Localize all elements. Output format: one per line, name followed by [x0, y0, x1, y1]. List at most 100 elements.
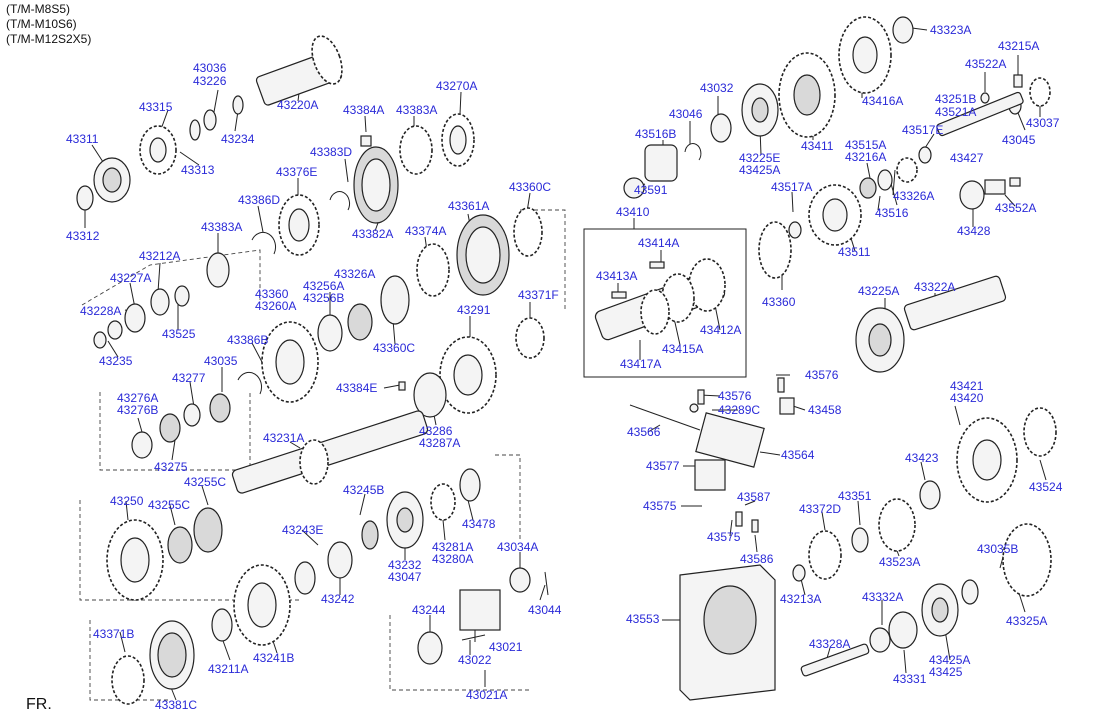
- part-label: 43021A: [466, 688, 508, 702]
- part-label: 43227A: [110, 271, 152, 285]
- part-label: 43250: [110, 494, 144, 508]
- part-label: 43215A: [998, 39, 1040, 53]
- part-label: 43245B: [343, 483, 385, 497]
- part-label: 43412A: [700, 323, 742, 337]
- part-label: 43423: [905, 451, 939, 465]
- countershaft-box: [583, 228, 747, 378]
- part-label: 43046: [669, 107, 703, 121]
- part-label: 43312: [66, 229, 100, 243]
- part-label: 43420: [950, 391, 984, 405]
- part-label: 43287A: [419, 436, 461, 450]
- part-label: 43243E: [282, 523, 324, 537]
- part-label: 43415A: [662, 342, 704, 356]
- part-label: 43256A: [303, 279, 345, 293]
- part-label: 43577: [646, 459, 680, 473]
- part-label: 43331: [893, 672, 927, 686]
- dashed-box-upper: [520, 209, 566, 310]
- part-label: 43374A: [405, 224, 447, 238]
- part-label: 43413A: [596, 269, 638, 283]
- part-label: 43277: [172, 371, 206, 385]
- part-label: 43383A: [396, 103, 438, 117]
- part-label: 43276A: [117, 391, 159, 405]
- part-label: 43382A: [352, 227, 394, 241]
- part-label: 43255C: [148, 498, 191, 512]
- part-label: 43021: [489, 640, 523, 654]
- part-label: 43326A: [334, 267, 376, 281]
- part-label: 43045: [1002, 133, 1036, 147]
- part-label: 43425: [929, 665, 963, 679]
- part-label: 43591: [634, 183, 668, 197]
- part-label: 43372D: [799, 502, 842, 516]
- part-label: 43360C: [373, 341, 416, 355]
- part-label: 43523A: [879, 555, 921, 569]
- part-label: 43216A: [845, 150, 887, 164]
- part-label: 43311: [66, 132, 99, 146]
- part-label: 43421: [950, 379, 984, 393]
- part-label: 43281A: [432, 540, 474, 554]
- part-label: 43037: [1026, 116, 1060, 130]
- part-label: 43383D: [310, 145, 353, 159]
- part-label: 43427: [950, 151, 984, 165]
- part-label: 43515A: [845, 138, 887, 152]
- dashed-box-left-2: [99, 392, 251, 471]
- part-label: 43516B: [635, 127, 677, 141]
- part-label: 43225E: [739, 151, 781, 165]
- part-label: 43322A: [914, 280, 956, 294]
- part-label: 43035: [204, 354, 238, 368]
- model-note-2: (T/M-M10S6): [6, 17, 77, 31]
- part-label: 43425A: [739, 163, 781, 177]
- part-label: 43566: [627, 425, 661, 439]
- part-label: 43022: [458, 653, 492, 667]
- part-label: 43226: [193, 74, 227, 88]
- part-label: 43478: [462, 517, 496, 531]
- part-label: 43553: [626, 612, 660, 626]
- part-label: 43517A: [771, 180, 813, 194]
- part-label: 43552A: [995, 201, 1037, 215]
- part-label: 43586: [740, 552, 774, 566]
- part-label: 43360C: [509, 180, 552, 194]
- part-label: 43313: [181, 163, 215, 177]
- part-label: 43371F: [518, 288, 559, 302]
- model-note-1: (T/M-M8S5): [6, 2, 70, 16]
- part-label: 43360: [762, 295, 796, 309]
- part-label: 43270A: [436, 79, 478, 93]
- part-label: 43428: [957, 224, 991, 238]
- part-label: 43417A: [620, 357, 662, 371]
- dashed-box-bottom: [389, 615, 530, 691]
- part-label: 43381C: [155, 698, 198, 712]
- part-label: 43244: [412, 603, 446, 617]
- part-label: 43255C: [184, 475, 227, 489]
- part-label: 43211A: [208, 662, 249, 676]
- part-label: 43276B: [117, 403, 159, 417]
- part-label: 43289C: [718, 403, 761, 417]
- part-label: 43032: [700, 81, 734, 95]
- part-label: 43241B: [253, 651, 295, 665]
- part-label: 43260A: [255, 299, 297, 313]
- part-label: 43361A: [448, 199, 490, 213]
- part-label: 43212A: [139, 249, 181, 263]
- part-label: 43414A: [638, 236, 680, 250]
- part-label: 43280A: [432, 552, 474, 566]
- part-label: 43371B: [93, 627, 135, 641]
- part-label: 43035B: [977, 542, 1019, 556]
- part-label: 43251B: [935, 92, 977, 106]
- dashed-box-left-3: [79, 500, 300, 601]
- part-label: 43576: [805, 368, 839, 382]
- part-label: 43225A: [858, 284, 900, 298]
- part-label: 43220A: [277, 98, 319, 112]
- part-label: 43384E: [336, 381, 378, 395]
- part-label: 43576: [718, 389, 752, 403]
- part-label: 43242: [321, 592, 355, 606]
- dashed-box-left-4: [89, 620, 170, 701]
- part-label: 43328A: [809, 637, 851, 651]
- part-label: 43326A: [893, 189, 935, 203]
- part-label: 43521A: [935, 105, 977, 119]
- part-label: 43386B: [227, 333, 269, 347]
- part-label: 43234: [221, 132, 255, 146]
- part-label: 43384A: [343, 103, 385, 117]
- front-indicator: FR.: [26, 696, 52, 713]
- dashed-box-left-1: [81, 249, 261, 306]
- part-label: 43213A: [780, 592, 822, 606]
